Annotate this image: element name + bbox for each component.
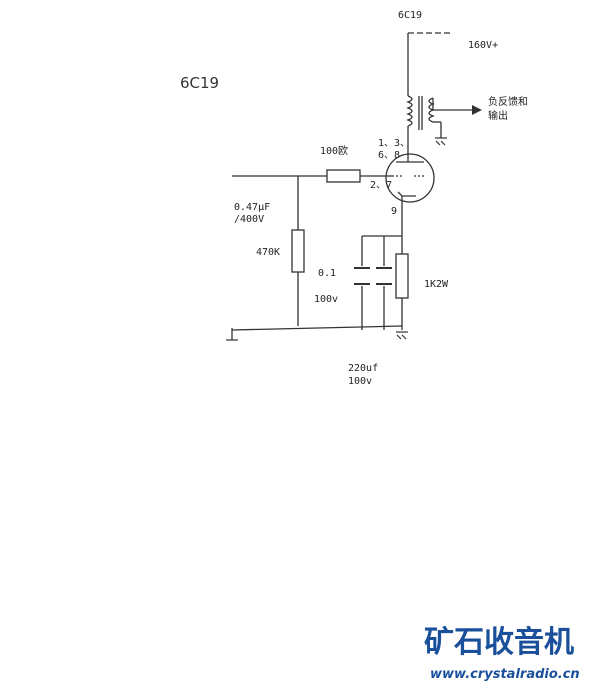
- grid-leak-label: 470K: [256, 247, 280, 258]
- coupling-cap-label-line1: 0.47μF: [234, 202, 270, 213]
- plate-pins-label-line1: 1、3、: [378, 138, 410, 149]
- ground-symbol-cathode: [396, 331, 408, 340]
- grid-resistor-label: 100欧: [320, 145, 348, 157]
- resistor-1k2w: [395, 253, 409, 299]
- capacitor-0-1: [354, 267, 370, 285]
- coupling-cap-label-line2: /400V: [234, 214, 264, 225]
- watermark-url: www.crystalradio.cn: [430, 667, 580, 682]
- cap-large-voltage-label: 100v: [348, 376, 372, 387]
- cap-small-value-label: 0.1: [318, 268, 336, 279]
- cap-small-voltage-label: 100v: [314, 294, 338, 305]
- plate-pins-label-line2: 6、8: [378, 150, 400, 161]
- resistor-470k: [291, 229, 305, 273]
- title-label: 6C19: [180, 74, 219, 92]
- resistor-100-ohm: [326, 169, 361, 183]
- tube-label: 6C19: [398, 10, 422, 21]
- wiring: [231, 32, 472, 340]
- grid-pin-label: 2、7: [370, 180, 392, 191]
- output-label-line2: 输出: [488, 109, 508, 122]
- ground-symbol-output: [435, 137, 447, 146]
- watermark-cn: 矿石收音机: [424, 625, 574, 660]
- supply-label: 160V+: [468, 40, 498, 51]
- output-arrow: [472, 105, 482, 115]
- cathode-resistor-label: 1K2W: [424, 279, 449, 290]
- capacitor-220uf: [376, 267, 392, 285]
- cathode-pin-label: 9: [391, 206, 397, 217]
- output-label-line1: 负反馈和: [488, 95, 528, 108]
- tube-6c19-symbol: [385, 148, 435, 204]
- cap-large-value-label: 220uf: [348, 363, 378, 374]
